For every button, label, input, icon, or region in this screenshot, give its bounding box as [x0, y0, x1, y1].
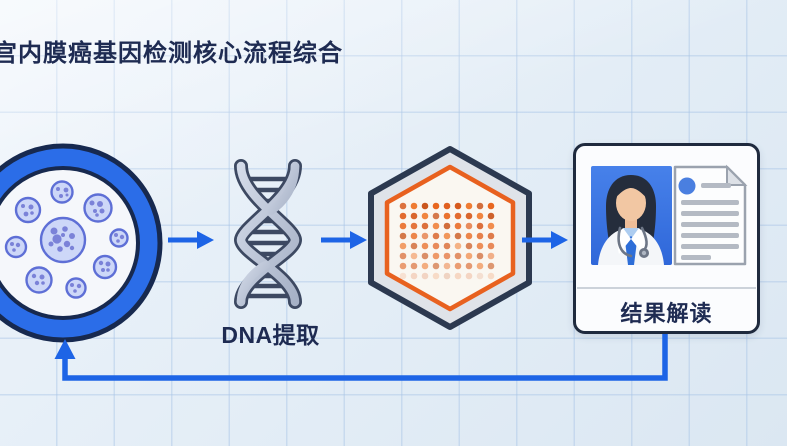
gene-chip-icon — [367, 145, 533, 333]
page-title: 宫内膜癌基因检测核心流程综合 — [0, 40, 343, 67]
flow-arrow-2 — [320, 230, 368, 250]
report-label: 结果解读 — [620, 301, 713, 326]
card-divider — [577, 287, 756, 289]
tissue-sample-icon — [0, 140, 170, 350]
report-card: 结果解读 — [573, 143, 760, 334]
feedback-arrow — [40, 330, 685, 391]
chip-dot-grid — [399, 202, 495, 280]
report-document — [672, 164, 748, 267]
cell-circle-icon — [0, 143, 163, 343]
flow-arrow-3 — [521, 230, 569, 250]
doctor-photo — [591, 166, 672, 265]
dna-extraction-label: DNA提取 — [221, 322, 320, 348]
doctor-avatar-icon — [598, 175, 664, 265]
report-document-icon — [673, 164, 748, 266]
dna-helix-icon — [225, 152, 315, 317]
flow-arrow-1 — [167, 230, 215, 250]
